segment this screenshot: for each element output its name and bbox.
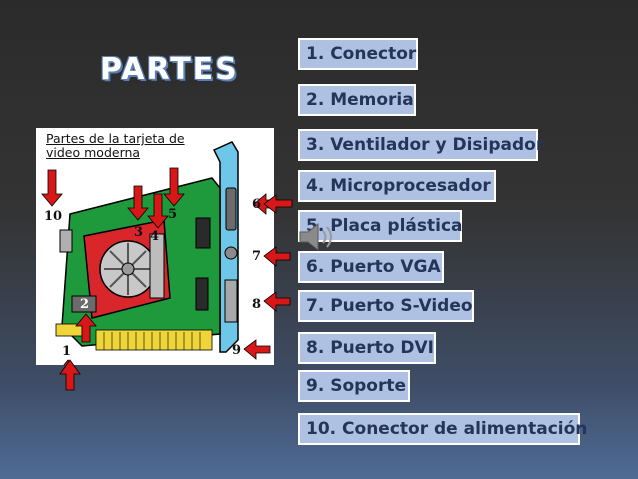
number-labels: 10 3 4 5 6 7 8 9 2 1 (44, 197, 261, 359)
arrow-3 (127, 185, 149, 221)
num-1: 1 (62, 344, 71, 359)
processor-shape (149, 233, 165, 299)
label-puerto-dvi: 8. Puerto DVI (298, 332, 436, 364)
memory-chip-shape-2 (195, 277, 209, 311)
label-puerto-svideo: 7. Puerto S-Video (298, 290, 474, 322)
graphics-card-illustration: 10 3 4 5 6 7 8 9 2 1 (41, 141, 274, 365)
label-soporte: 9. Soporte (298, 370, 410, 402)
arrow-4 (147, 193, 169, 229)
label-conector: 1. Conector (298, 38, 418, 70)
label-conector-alimentacion: 10. Conector de alimentación (298, 413, 587, 445)
num-7: 7 (252, 249, 261, 264)
label-puerto-vga: 6. Puerto VGA (298, 251, 444, 283)
edge-connector-shape (55, 323, 213, 351)
num-6: 6 (252, 197, 261, 212)
svideo-port-shape (224, 246, 238, 260)
caption-line-2: video moderna (46, 145, 141, 160)
power-connector-shape (59, 229, 73, 253)
figure-caption: Partes de la tarjeta de video moderna (46, 132, 246, 160)
num-8: 8 (252, 297, 261, 312)
arrow-5 (163, 167, 185, 207)
num-4: 4 (150, 229, 159, 244)
arrow-10 (41, 169, 63, 207)
label-ventilador: 3. Ventilador y Disipador (298, 129, 544, 161)
label-microprocesador: 4. Microprocesador (298, 170, 496, 202)
num-2: 2 (80, 297, 89, 312)
arrow-2 (75, 313, 97, 343)
edge-connector-pins (103, 332, 201, 350)
slide-title: PARTES (100, 52, 239, 87)
num-10: 10 (44, 209, 62, 224)
num-9: 9 (232, 343, 241, 358)
dvi-port-shape (224, 279, 238, 323)
speaker-icon[interactable] (296, 220, 342, 259)
label-memoria: 2. Memoria (298, 84, 416, 116)
num-3: 3 (134, 225, 143, 240)
memory-2-shape (71, 295, 97, 313)
vga-port-shape (225, 187, 237, 231)
memory-chip-shape (195, 217, 211, 249)
num-5: 5 (168, 207, 177, 222)
fan-hub (121, 262, 135, 276)
graphics-card-diagram: 10 3 4 5 6 7 8 9 2 1 Partes de la tarjet… (36, 128, 274, 365)
caption-line-1: Partes de la tarjeta de (46, 131, 185, 146)
